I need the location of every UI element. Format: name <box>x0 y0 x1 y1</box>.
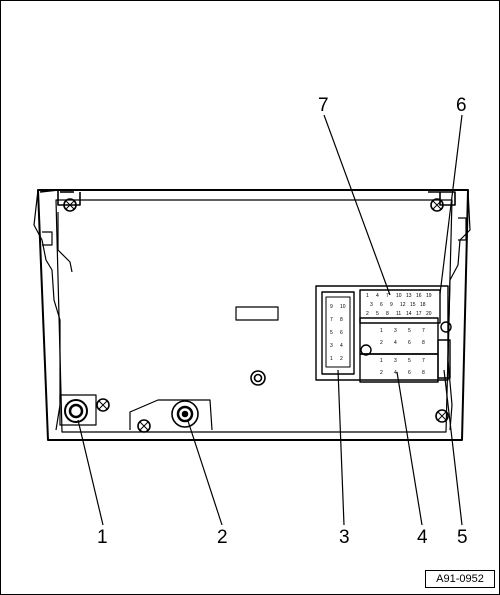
callout-1: 1 <box>97 527 108 548</box>
label-plate <box>235 306 279 321</box>
antenna-connector <box>64 399 88 423</box>
pin-label: 4 <box>394 370 397 376</box>
leader-6 <box>439 114 463 295</box>
leader-7 <box>323 114 391 296</box>
pin-label: 5 <box>330 330 333 336</box>
connector-block-4-lower <box>359 353 439 383</box>
pin-label: 2 <box>380 370 383 376</box>
pin-label: 2 <box>366 311 369 317</box>
pin-label: 3 <box>394 328 397 334</box>
pin-label: 3 <box>330 343 333 349</box>
connector-housing <box>315 285 449 381</box>
connector-block-5 <box>437 339 451 379</box>
connector-block-7 <box>359 289 441 324</box>
pins-block-4-lower: 1 3 5 7 2 4 6 8 <box>380 358 425 376</box>
screw-top-left <box>63 198 77 212</box>
pin-label: 14 <box>406 311 412 317</box>
center-knob <box>250 370 266 386</box>
pin-label: 18 <box>420 302 426 308</box>
callout-5: 5 <box>457 527 468 548</box>
pin-label: 19 <box>426 293 432 299</box>
pin-label: 11 <box>396 311 401 317</box>
pin-label: 8 <box>422 340 425 346</box>
pin-label: 9 <box>390 302 393 308</box>
callout-6: 6 <box>456 95 467 116</box>
figure-reference-code: A91-0952 <box>425 570 495 588</box>
leader-3 <box>337 369 345 526</box>
pin-label: 7 <box>422 358 425 364</box>
pin-label: 4 <box>376 293 379 299</box>
pin-label: 7 <box>330 317 333 323</box>
round-connector <box>171 400 199 428</box>
leader-4 <box>396 371 423 526</box>
callout-7: 7 <box>318 95 329 116</box>
pin-label: 3 <box>370 302 373 308</box>
pin-label: 9 <box>330 304 333 310</box>
pin-label: 4 <box>340 343 343 349</box>
callout-2: 2 <box>217 527 228 548</box>
pin-label: 2 <box>380 340 383 346</box>
screw-bottom-middle <box>137 419 151 433</box>
screw-bottom-left <box>96 398 110 412</box>
connector-block-3 <box>321 291 355 375</box>
pin-label: 17 <box>416 311 422 317</box>
pin-label: 8 <box>422 370 425 376</box>
screw-top-right <box>430 198 444 212</box>
pin-label: 6 <box>408 340 411 346</box>
pin-label: 7 <box>386 293 389 299</box>
pin-label: 2 <box>340 356 343 362</box>
pin-label: 10 <box>340 304 346 310</box>
pin-label: 1 <box>366 293 369 299</box>
pin-label: 1 <box>380 358 383 364</box>
pin-label: 10 <box>396 293 402 299</box>
pin-label: 8 <box>386 311 389 317</box>
pin-label: 13 <box>406 293 412 299</box>
pin-label: 1 <box>380 328 383 334</box>
rear-panel <box>55 199 453 433</box>
pin-label: 5 <box>408 358 411 364</box>
pin-label: 8 <box>340 317 343 323</box>
pin-label: 5 <box>376 311 379 317</box>
screw-bottom-right <box>435 409 449 423</box>
pin-label: 16 <box>416 293 422 299</box>
leader-5 <box>443 369 463 526</box>
pin-label: 15 <box>410 302 416 308</box>
pins-block-3: 9 10 7 8 5 6 3 4 1 2 <box>330 304 346 362</box>
pin-label: 4 <box>394 340 397 346</box>
pin-label: 7 <box>422 328 425 334</box>
pins-block-4-upper: 1 3 5 7 2 4 6 8 <box>380 328 425 346</box>
pin-label: 1 <box>330 356 333 362</box>
leader-1 <box>77 419 104 526</box>
callout-4: 4 <box>417 527 428 548</box>
pin-label: 5 <box>408 328 411 334</box>
pin-label: 12 <box>400 302 406 308</box>
pin-label: 6 <box>380 302 383 308</box>
pin-label: 6 <box>408 370 411 376</box>
pin-label: 6 <box>340 330 343 336</box>
pin-label: 3 <box>394 358 397 364</box>
leader-2 <box>187 420 223 526</box>
pin-label: 20 <box>426 311 432 317</box>
housing-outline <box>37 189 469 441</box>
callout-3: 3 <box>339 527 350 548</box>
